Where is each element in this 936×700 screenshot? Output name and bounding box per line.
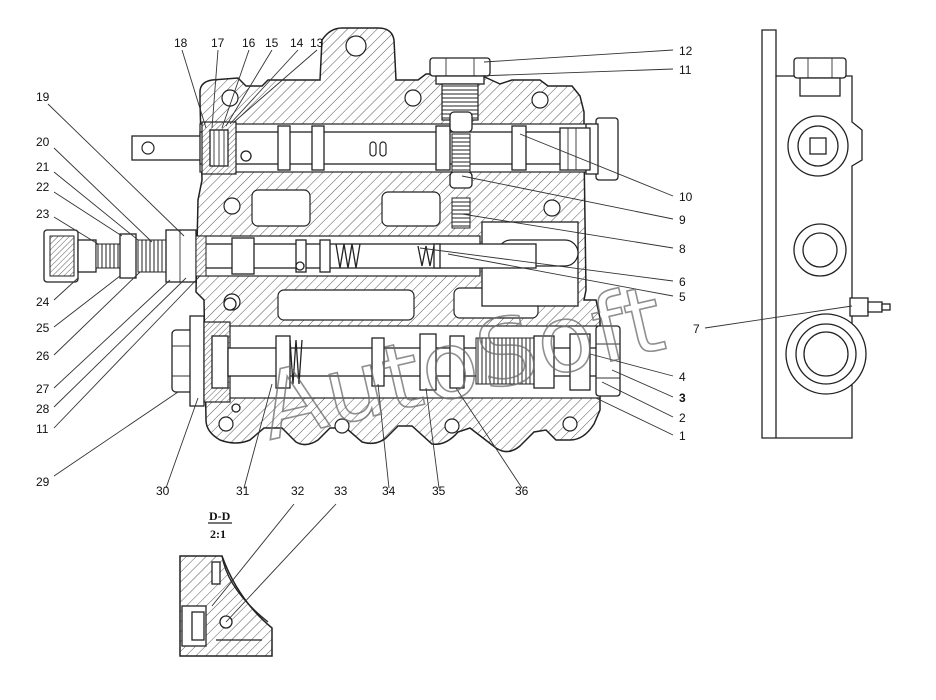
callout-8: 8 — [679, 242, 686, 256]
callout-14: 14 — [290, 36, 304, 50]
callout-13: 13 — [310, 36, 324, 50]
callout-11-top: 11 — [679, 63, 692, 77]
callout-16: 16 — [242, 36, 256, 50]
callout-20: 20 — [36, 135, 50, 149]
callout-9: 9 — [679, 213, 686, 227]
middle-spool-assembly — [43, 229, 537, 283]
callout-19: 19 — [36, 90, 50, 104]
side-view — [761, 29, 891, 439]
callout-7: 7 — [693, 322, 700, 336]
callout-6: 6 — [679, 275, 686, 289]
callout-32: 32 — [291, 484, 305, 498]
leader-lines — [47, 49, 853, 623]
callout-28: 28 — [36, 402, 50, 416]
callout-29: 29 — [36, 475, 50, 489]
callout-2: 2 — [679, 411, 686, 425]
callout-labels: 1 2 3 4 5 6 7 8 9 10 11 11 12 13 14 15 1… — [36, 36, 700, 498]
callout-33: 33 — [334, 484, 348, 498]
section-d-d-detail — [179, 555, 273, 657]
callout-15: 15 — [265, 36, 279, 50]
callout-11-left: 11 — [36, 422, 49, 436]
callout-35: 35 — [432, 484, 446, 498]
section-name: D-D — [209, 509, 231, 523]
upper-spool-assembly — [131, 117, 619, 181]
callout-30: 30 — [156, 484, 170, 498]
callout-27: 27 — [36, 382, 50, 396]
callout-23: 23 — [36, 207, 50, 221]
callout-1: 1 — [679, 429, 686, 443]
callout-21: 21 — [36, 160, 50, 174]
callout-25: 25 — [36, 321, 50, 335]
callout-31: 31 — [236, 484, 250, 498]
lower-spool-assembly — [171, 297, 621, 413]
callout-12: 12 — [679, 44, 693, 58]
callout-24: 24 — [36, 295, 50, 309]
section-scale: 2:1 — [210, 527, 226, 541]
callout-22: 22 — [36, 180, 50, 194]
callout-3: 3 — [679, 391, 686, 405]
callout-10: 10 — [679, 190, 693, 204]
callout-18: 18 — [174, 36, 188, 50]
callout-4: 4 — [679, 370, 686, 384]
callout-26: 26 — [36, 349, 50, 363]
callout-17: 17 — [211, 36, 225, 50]
top-plug-assembly — [429, 57, 491, 229]
callout-36: 36 — [515, 484, 529, 498]
callout-34: 34 — [382, 484, 396, 498]
callout-5: 5 — [679, 290, 686, 304]
